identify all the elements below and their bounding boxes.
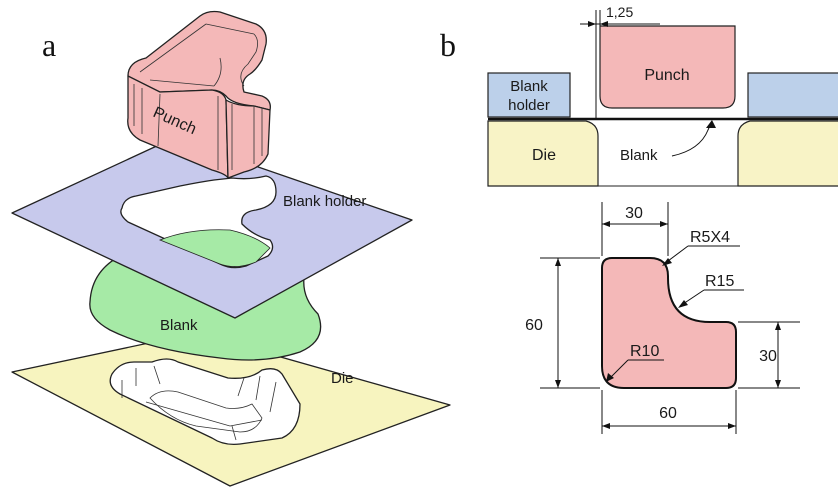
dim-right-arrow-t <box>775 322 781 330</box>
radius-corners-arrow <box>662 258 672 266</box>
profile-shape <box>601 257 737 389</box>
dim-top-arrow-r <box>660 221 668 227</box>
section-blank-label: Blank <box>620 147 658 164</box>
clearance-arrow-left <box>588 21 596 27</box>
section-blank-leader <box>671 120 713 157</box>
panel-b: b Blank holder Punch Die <box>440 4 838 434</box>
section-blank-holder-left <box>487 72 571 118</box>
blank-holder-plate: Blank holder <box>11 137 413 319</box>
section-blank-holder-right <box>747 72 838 118</box>
dim-top-arrow-l <box>602 221 610 227</box>
blank-holder-label: Blank holder <box>283 193 366 210</box>
dim-right-height-value: 30 <box>759 348 777 365</box>
cross-section: Blank holder Punch Die 1,25 Blank <box>487 4 838 187</box>
dim-height-value: 60 <box>525 317 543 334</box>
dim-bottom-arrow-l <box>602 423 610 429</box>
section-die-label: Die <box>532 147 556 164</box>
panel-a: Die Blank Blank holder <box>11 10 451 487</box>
punch-right-face <box>225 99 271 179</box>
die-cavity-wall-lines <box>121 365 277 441</box>
punch-profile-drawing: 30 60 60 30 R5X4 <box>525 202 800 434</box>
blank-through-opening <box>158 229 271 267</box>
dim-bottom-arrow-r <box>728 423 736 429</box>
blank-label: Blank <box>160 317 198 334</box>
dim-left-arrow-t <box>555 258 561 266</box>
panel-a-letter: a <box>42 27 56 63</box>
radius-corners-value: R5X4 <box>690 229 730 246</box>
dim-top-width-value: 30 <box>625 205 643 222</box>
punch-top-face <box>127 10 271 111</box>
radius-inner-value: R15 <box>705 273 734 290</box>
panel-b-letter: b <box>440 27 456 63</box>
section-punch-label: Punch <box>644 67 689 84</box>
section-blank-leader-arrow <box>706 120 716 128</box>
section-blank-holder-label-1: Blank <box>510 78 548 95</box>
die-plate: Die <box>11 332 451 487</box>
punch-vertical-edges <box>133 84 263 170</box>
dim-bottom-width-value: 60 <box>659 405 677 422</box>
clearance-value: 1,25 <box>606 4 633 20</box>
die-label: Die <box>331 370 354 387</box>
punch-body: Punch <box>127 10 271 179</box>
radius-outer-arrow <box>606 373 614 382</box>
radius-outer-value: R10 <box>630 343 659 360</box>
dim-left-arrow-b <box>555 380 561 388</box>
section-punch <box>599 25 736 109</box>
clearance-arrow-right <box>600 21 608 27</box>
punch-front-face <box>127 75 229 179</box>
punch-top-rim <box>139 23 258 87</box>
radius-inner-arrow <box>678 300 688 308</box>
die-cavity-opening <box>109 358 301 446</box>
section-die-left <box>487 120 599 187</box>
dim-right-arrow-b <box>775 380 781 388</box>
die-cavity-floor <box>149 390 263 433</box>
section-blank-holder-label-2: holder <box>508 97 550 114</box>
section-die-right <box>737 120 838 187</box>
